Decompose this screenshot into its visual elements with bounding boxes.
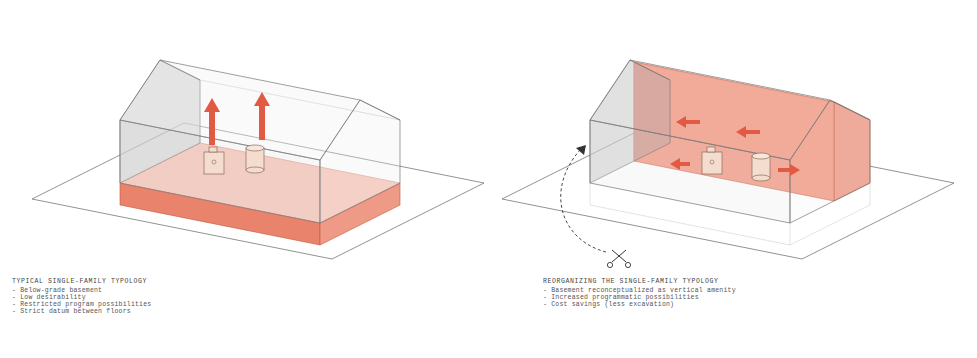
heater-top [246, 145, 264, 151]
arrow-head [576, 145, 586, 155]
roof [120, 60, 360, 160]
scissor-blade [612, 250, 626, 262]
bullet-note: - Cost savings (less excavation) [543, 301, 674, 308]
bullet-note: - Restricted program possibilities [12, 301, 151, 308]
up-arrow [204, 98, 220, 145]
scissor-blade [612, 250, 626, 262]
bullet-note: - Strict datum between floors [12, 308, 131, 315]
heater-base [752, 175, 770, 181]
heater-base [246, 167, 264, 173]
furnace-icon [204, 147, 224, 174]
roof [590, 60, 830, 160]
heater-top [752, 153, 770, 159]
furnace-body [204, 152, 224, 174]
typical-house [32, 60, 484, 259]
roof-edge [830, 100, 870, 120]
furnace-body [702, 152, 722, 174]
furnace-top [707, 147, 715, 152]
furnace-dial [710, 160, 714, 164]
bullet-note: - Increased programmatic possibilities [543, 294, 699, 301]
side-arrow [778, 164, 800, 176]
relocation-arc [561, 150, 606, 252]
removed-basement [790, 223, 791, 245]
furnace-top [209, 147, 217, 152]
side-arrow [736, 126, 760, 138]
panel-heading: TYPICAL SINGLE-FAMILY TYPOLOGY [12, 278, 147, 285]
scissors-icon [607, 250, 630, 268]
bullet-note: - Basement reconceptualized as vertical … [543, 287, 736, 294]
roof-edge [160, 60, 200, 80]
reorganized-house [502, 60, 954, 268]
bullet-note: - Below-grade basement [12, 287, 102, 294]
water-heater-icon [752, 153, 770, 181]
side-arrow [670, 158, 690, 170]
water-heater-icon [246, 145, 264, 173]
panel-heading: REORGANIZING THE SINGLE-FAMILY TYPOLOGY [543, 278, 719, 285]
furnace-dial [212, 160, 216, 164]
side-arrow [676, 116, 700, 128]
bullet-note: - Low desirability [12, 294, 86, 301]
roof-edge [630, 60, 670, 80]
up-arrow [254, 92, 270, 140]
scissor-handle [625, 262, 630, 267]
roof-edge [360, 100, 400, 120]
furnace-icon [702, 147, 722, 174]
scissor-handle [607, 262, 612, 267]
